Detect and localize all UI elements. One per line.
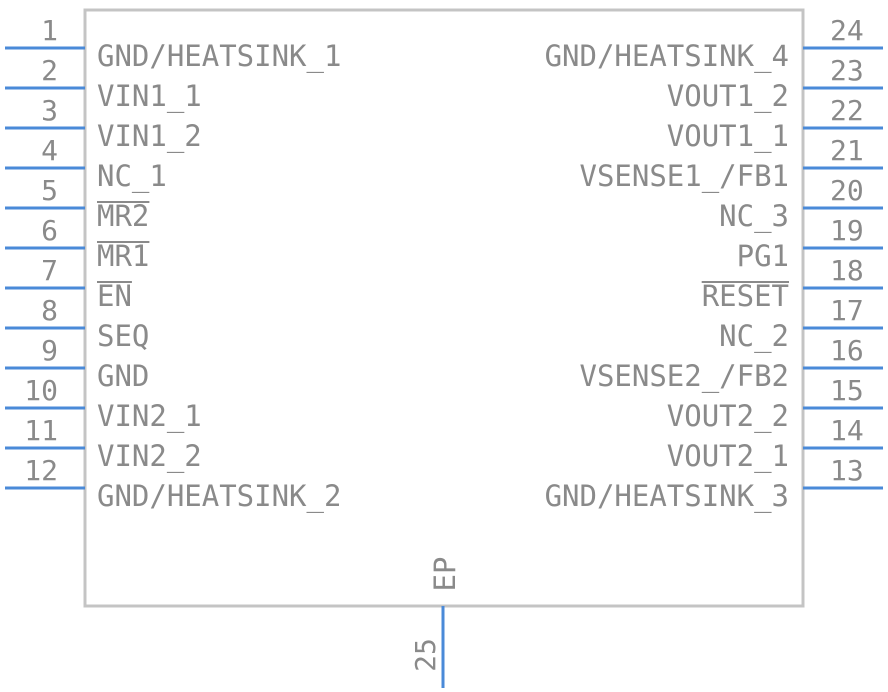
pin-number: 10 <box>24 374 58 407</box>
pin-number: 3 <box>41 94 58 127</box>
pin-name: NC_1 <box>97 159 167 194</box>
pin-number: 6 <box>41 214 58 247</box>
pin-number: 23 <box>830 54 864 87</box>
pin-number: 13 <box>830 454 864 487</box>
pin-name: VIN1_1 <box>97 79 202 114</box>
pin-name: VOUT2_2 <box>667 399 789 434</box>
pin-number: 12 <box>24 454 58 487</box>
pin-name: VOUT1_2 <box>667 79 789 114</box>
pin-number: 24 <box>830 14 864 47</box>
pin-number: 18 <box>830 254 864 287</box>
pin-number: 16 <box>830 334 864 367</box>
pin-number: 1 <box>41 14 58 47</box>
pin-number: 15 <box>830 374 864 407</box>
pin-number: 9 <box>41 334 58 367</box>
pin-name: VOUT2_1 <box>667 439 789 474</box>
pin-name: VIN2_2 <box>97 439 202 474</box>
pin-name: GND/HEATSINK_3 <box>545 479 789 514</box>
left-pin-group: 1GND/HEATSINK_12VIN1_13VIN1_24NC_15MR26M… <box>5 14 341 514</box>
pin-25-ep: 25 EP <box>409 557 462 688</box>
pin-name: EP <box>428 557 462 592</box>
pin-name: GND/HEATSINK_1 <box>97 39 341 74</box>
pin-name: GND/HEATSINK_4 <box>545 39 789 74</box>
pin-number: 11 <box>24 414 58 447</box>
pin-7-en: 7EN <box>5 254 132 313</box>
pin-name: VIN2_1 <box>97 399 202 434</box>
pin-name: NC_3 <box>719 199 789 234</box>
pin-number: 17 <box>830 294 864 327</box>
pin-name: EN <box>97 279 132 313</box>
pin-name: GND/HEATSINK_2 <box>97 479 341 514</box>
pin-name: PG1 <box>737 239 789 273</box>
pin-number: 22 <box>830 94 864 127</box>
pin-number: 20 <box>830 174 864 207</box>
pin-number: 19 <box>830 214 864 247</box>
pin-number: 7 <box>41 254 58 287</box>
pin-name: SEQ <box>97 319 149 353</box>
pin-number: 25 <box>409 638 442 672</box>
pin-name: VIN1_2 <box>97 119 202 154</box>
pin-4-nc-1: 4NC_1 <box>5 134 167 194</box>
pin-name: MR2 <box>97 199 149 233</box>
bottom-pin-group: 25 EP <box>409 557 462 688</box>
pin-number: 5 <box>41 174 58 207</box>
pin-number: 4 <box>41 134 58 167</box>
pin-name: VSENSE2_/FB2 <box>579 359 789 394</box>
pin-number: 8 <box>41 294 58 327</box>
pin-name: VOUT1_1 <box>667 119 789 154</box>
pin-name: RESET <box>702 279 789 313</box>
pin-number: 14 <box>830 414 864 447</box>
pin-name: MR1 <box>97 239 149 273</box>
pin-name: NC_2 <box>719 319 789 354</box>
pin-number: 2 <box>41 54 58 87</box>
pin-number: 21 <box>830 134 864 167</box>
pin-name: VSENSE1_/FB1 <box>579 159 789 194</box>
pin-name: GND <box>97 359 149 393</box>
